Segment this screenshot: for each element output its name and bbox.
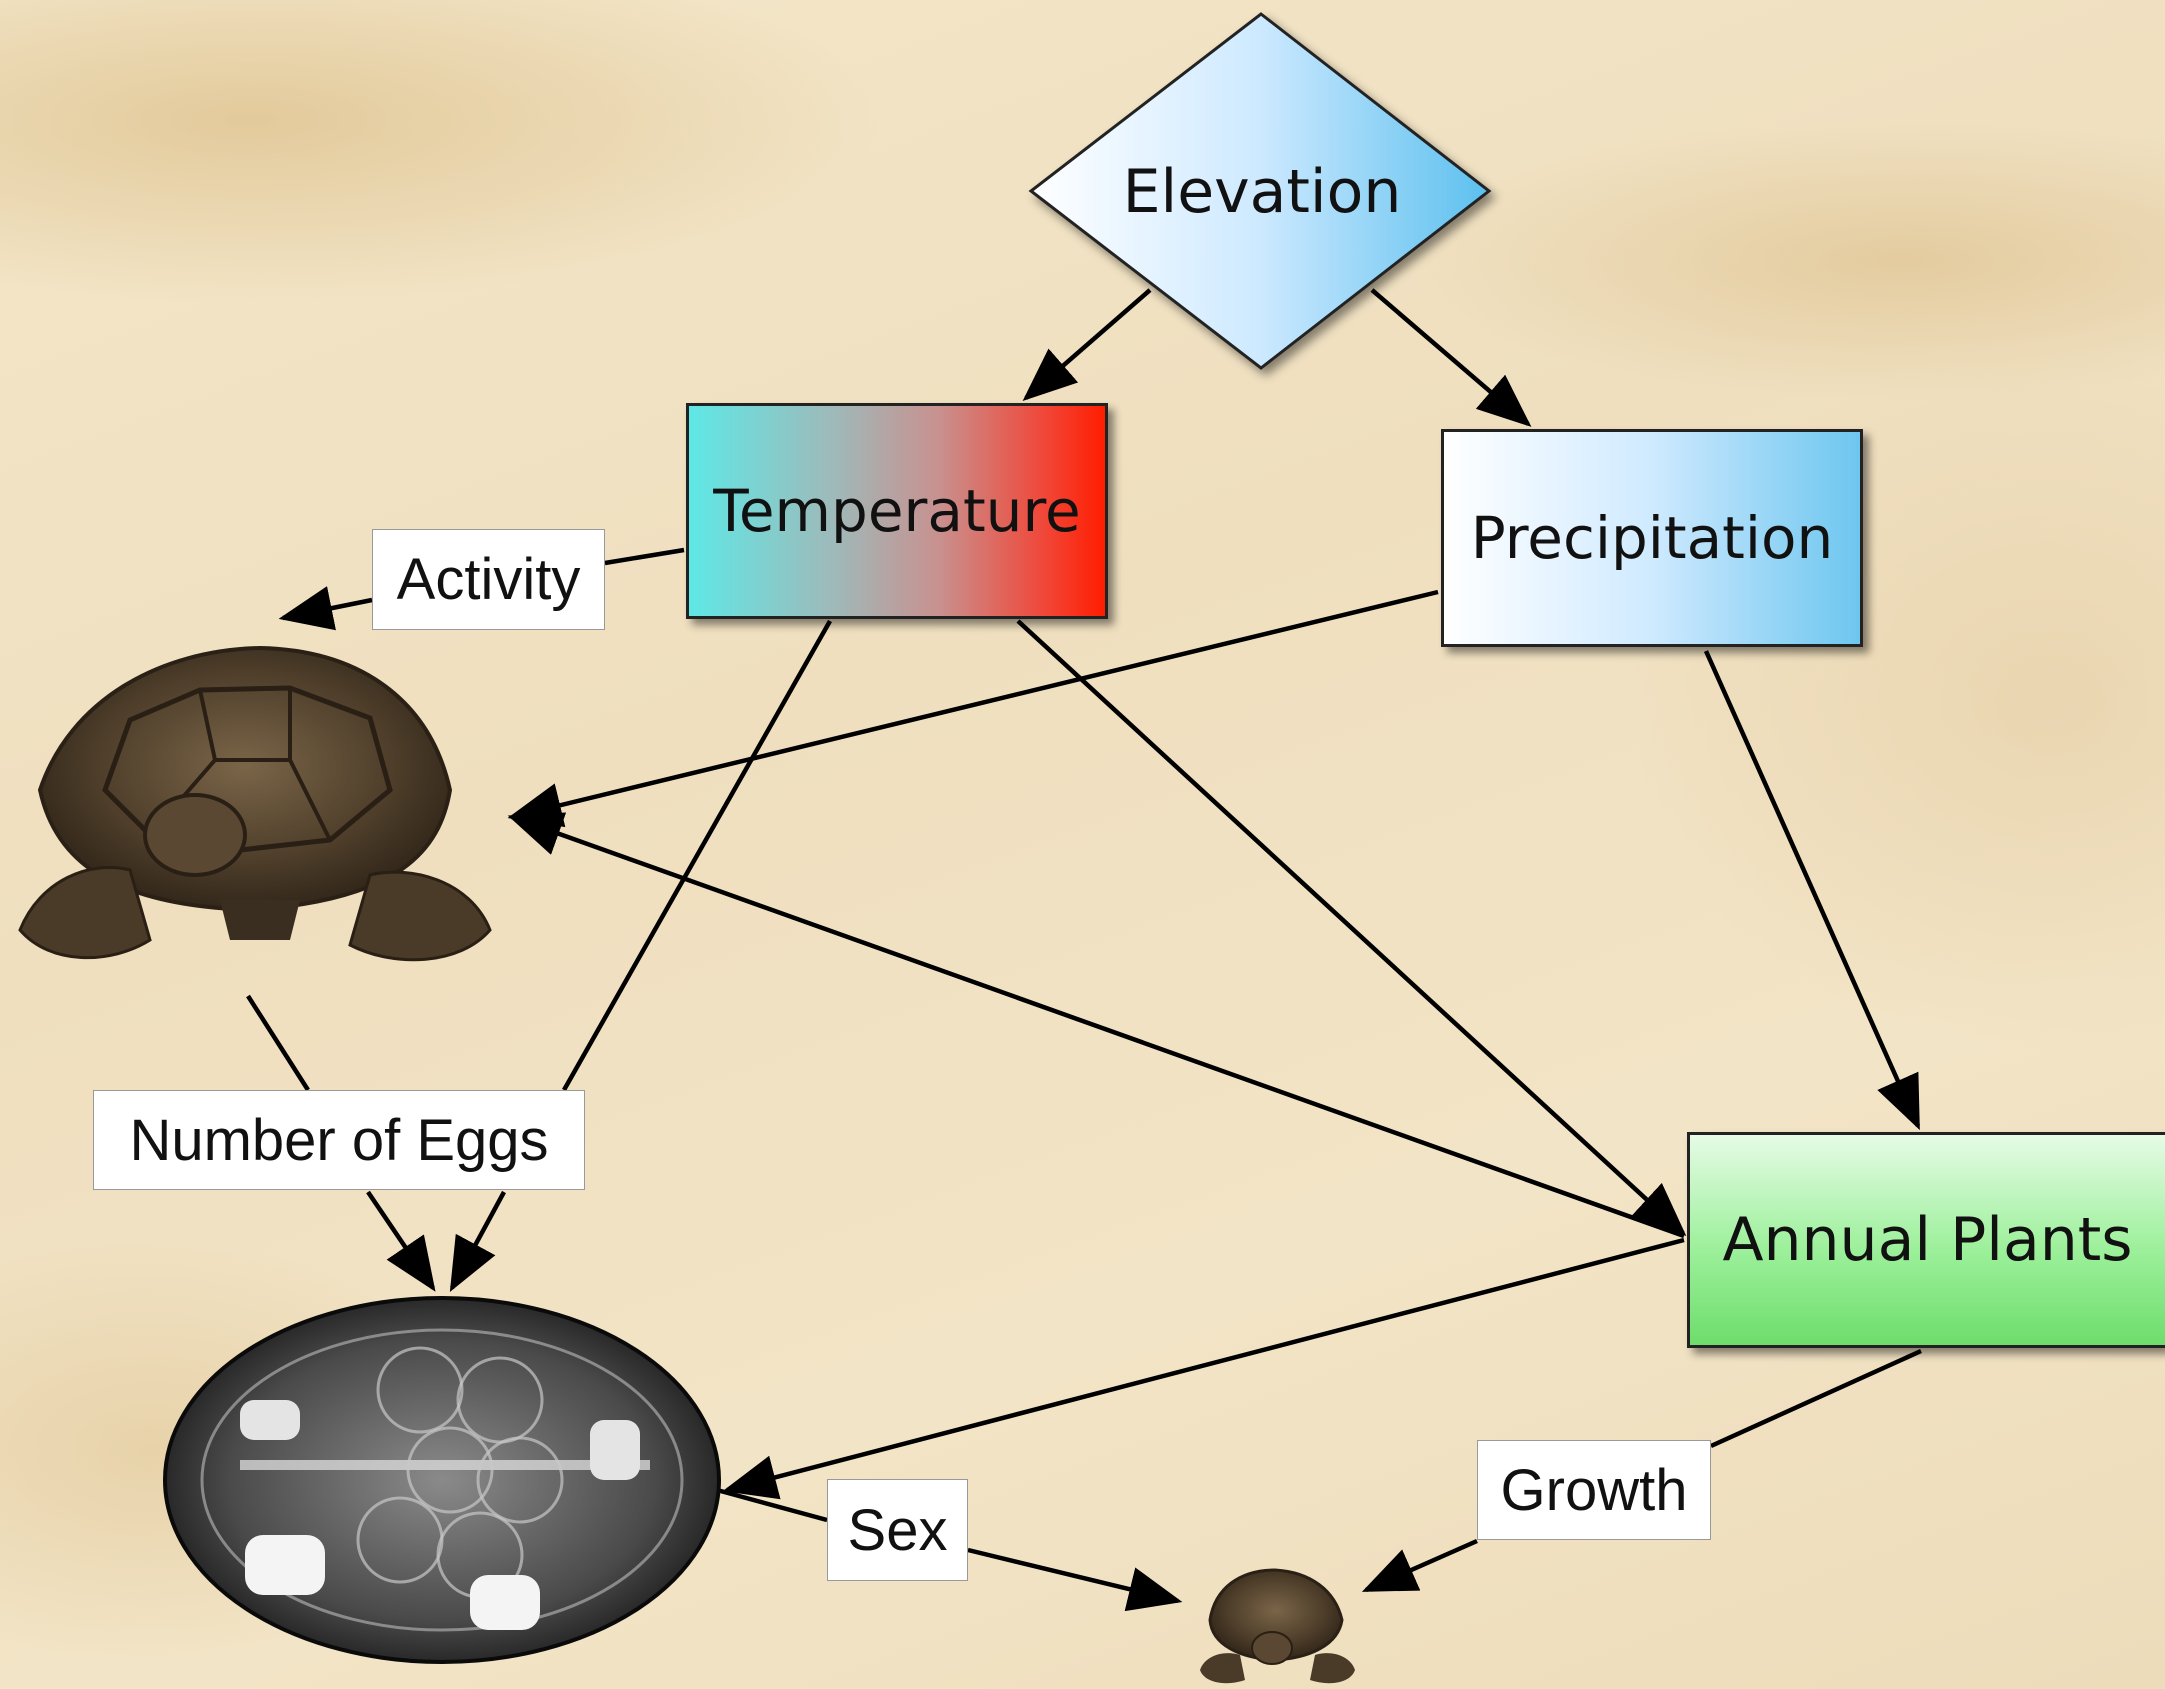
hatchling-tortoise-image (1200, 1570, 1355, 1683)
adult-tortoise-image (20, 648, 490, 960)
xray-image (165, 1298, 719, 1662)
